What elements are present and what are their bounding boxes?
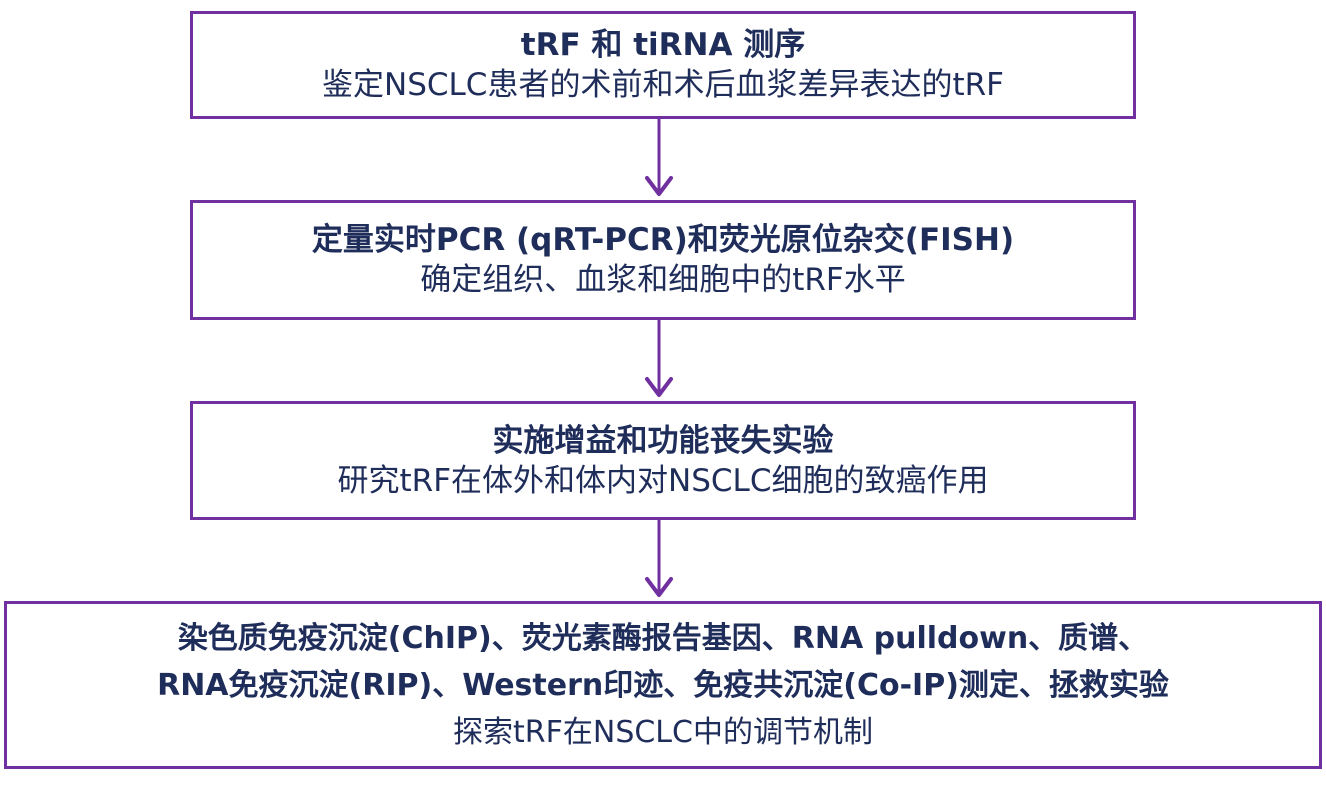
arrow-1-to-2 <box>645 119 673 196</box>
step-title: 定量实时PCR (qRT-PCR)和荧光原位杂交(FISH) <box>311 222 1015 258</box>
step-box-sequencing: tRF 和 tiRNA 测序 鉴定NSCLC患者的术前和术后血浆差异表达的tRF <box>190 11 1136 119</box>
step-title: tRF 和 tiRNA 测序 <box>520 27 806 63</box>
step-box-mechanism-assays: 染色质免疫沉淀(ChIP)、荧光素酶报告基因、RNA pulldown、质谱、 … <box>4 601 1322 769</box>
arrow-2-to-3 <box>645 320 673 397</box>
arrow-3-to-4 <box>645 520 673 597</box>
step-description: 探索tRF在NSCLC中的调节机制 <box>453 714 873 750</box>
step-box-gain-loss-experiments: 实施增益和功能丧失实验 研究tRF在体外和体内对NSCLC细胞的致癌作用 <box>190 401 1136 520</box>
step-description: 确定组织、血浆和细胞中的tRF水平 <box>420 262 906 298</box>
step-box-qrt-pcr-fish: 定量实时PCR (qRT-PCR)和荧光原位杂交(FISH) 确定组织、血浆和细… <box>190 200 1136 320</box>
step-description: 鉴定NSCLC患者的术前和术后血浆差异表达的tRF <box>322 67 1004 103</box>
step-description: 研究tRF在体外和体内对NSCLC细胞的致癌作用 <box>337 462 989 499</box>
step-title-line-2: RNA免疫沉淀(RIP)、Western印迹、免疫共沉淀(Co-IP)测定、拯救… <box>157 667 1169 703</box>
step-title-line-1: 染色质免疫沉淀(ChIP)、荧光素酶报告基因、RNA pulldown、质谱、 <box>177 620 1149 656</box>
step-title: 实施增益和功能丧失实验 <box>492 422 834 459</box>
